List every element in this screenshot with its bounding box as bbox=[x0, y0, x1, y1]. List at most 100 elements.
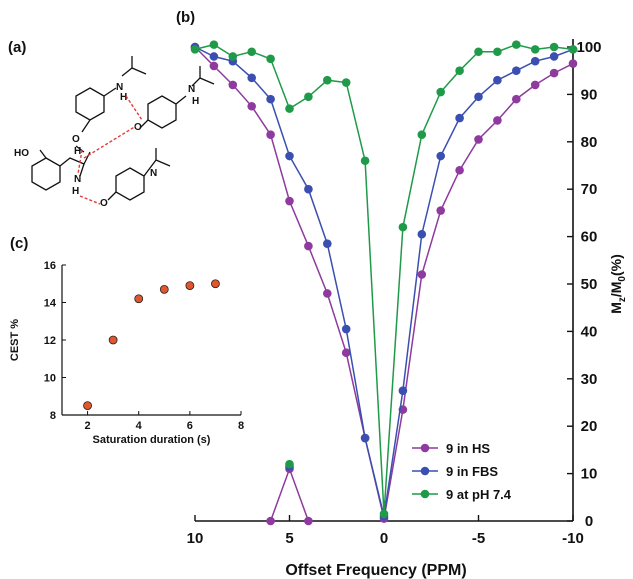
y-axis-title-part: /M bbox=[608, 282, 624, 298]
series-1-point bbox=[209, 61, 219, 71]
atom-label: O bbox=[100, 198, 108, 209]
series-line-3 bbox=[194, 43, 574, 514]
y-tick-label: 60 bbox=[581, 229, 598, 246]
x-tick-label: 10 bbox=[187, 530, 204, 547]
series-3-point bbox=[455, 66, 464, 75]
panel-a-label: (a) bbox=[8, 39, 26, 56]
atom-label: H bbox=[74, 146, 81, 157]
atom-label: O bbox=[134, 122, 142, 133]
series-3-point bbox=[323, 75, 332, 85]
series-3-point bbox=[568, 45, 578, 54]
series-3-point bbox=[360, 156, 370, 166]
series-1-point bbox=[228, 80, 238, 90]
panel-b-label: (b) bbox=[176, 9, 195, 26]
atom-label: H bbox=[192, 96, 199, 107]
series-1-point bbox=[341, 348, 351, 358]
y-tick-label: 70 bbox=[581, 181, 598, 198]
y-tick-label: 50 bbox=[581, 276, 598, 293]
y-axis-title: Mz/M0(%) bbox=[608, 254, 628, 314]
atom-label: N bbox=[150, 168, 157, 179]
extra-trace-point bbox=[266, 516, 275, 526]
series-1-point bbox=[568, 59, 578, 68]
series-2-point bbox=[493, 75, 502, 85]
series-1-point bbox=[436, 206, 446, 215]
series-2-point bbox=[285, 151, 294, 161]
series-line-2 bbox=[194, 46, 574, 517]
y-tick-label: 0 bbox=[585, 513, 593, 530]
series-2-point bbox=[341, 324, 351, 334]
y-tick-label: 10 bbox=[581, 466, 598, 483]
y-tick-label: 20 bbox=[581, 418, 598, 435]
x-tick-label: 4 bbox=[136, 420, 143, 432]
x-axis-title: Offset Frequency (PPM) bbox=[285, 562, 466, 579]
scatter-point bbox=[185, 281, 195, 291]
series-3-point bbox=[304, 92, 313, 102]
series-3-point bbox=[379, 509, 389, 519]
atom-label: N bbox=[116, 82, 123, 93]
benzene-ring-2 bbox=[147, 95, 177, 129]
series-3-point bbox=[266, 54, 275, 64]
series-2-point bbox=[360, 433, 370, 443]
series-2-point bbox=[417, 229, 427, 239]
series-3-point bbox=[530, 45, 540, 54]
series-3-point bbox=[474, 47, 483, 57]
x-axis-title: Saturation duration (s) bbox=[93, 434, 211, 446]
y-tick-label: 100 bbox=[576, 39, 601, 56]
series-2-point bbox=[323, 239, 332, 249]
y-tick-label: 30 bbox=[581, 371, 598, 388]
series-2-point bbox=[549, 52, 559, 61]
series-3-point bbox=[493, 47, 502, 57]
x-tick-label: 8 bbox=[238, 420, 244, 432]
atom-label: N bbox=[188, 84, 195, 95]
series-1-point bbox=[285, 196, 294, 206]
series-1-point bbox=[266, 130, 275, 139]
series-1-point bbox=[474, 135, 483, 144]
series-2-point bbox=[398, 386, 408, 395]
legend-label: 9 in FBS bbox=[446, 464, 498, 479]
y-tick-label: 16 bbox=[44, 260, 56, 272]
y-tick-label: 80 bbox=[581, 134, 598, 151]
benzene-ring-4 bbox=[115, 167, 145, 201]
series-3-point bbox=[512, 40, 521, 49]
x-tick-label: -10 bbox=[562, 530, 584, 547]
extra-trace-point bbox=[304, 516, 313, 526]
y-axis-title-part: M bbox=[608, 302, 624, 314]
scatter-point bbox=[211, 279, 220, 289]
atom-label: H bbox=[72, 186, 79, 197]
series-1-point bbox=[247, 101, 256, 111]
extra-trace-point bbox=[285, 459, 294, 469]
atom-label: N bbox=[74, 174, 81, 185]
series-3-point bbox=[417, 130, 427, 139]
series-2-point bbox=[512, 66, 521, 75]
x-tick-label: 6 bbox=[187, 420, 193, 432]
series-2-point bbox=[247, 73, 256, 83]
series-1-point bbox=[512, 94, 521, 104]
series-1-point bbox=[323, 289, 332, 298]
series-2-point bbox=[530, 56, 540, 66]
series-3-point bbox=[398, 222, 408, 232]
series-1-point bbox=[455, 165, 464, 175]
y-axis-title-part: (%) bbox=[608, 254, 624, 276]
x-tick-label: 5 bbox=[285, 530, 293, 547]
atom-label: HO bbox=[14, 148, 29, 159]
legend-swatch-marker bbox=[420, 489, 430, 499]
benzene-ring-1 bbox=[75, 87, 105, 121]
series-1-point bbox=[530, 80, 540, 90]
x-tick-label: 0 bbox=[380, 530, 388, 547]
series-3-point bbox=[209, 40, 219, 49]
molecule-labels: N H O H N H O HO N H N O bbox=[14, 82, 199, 209]
molecule-structure bbox=[31, 56, 215, 201]
x-tick-label: -5 bbox=[472, 530, 485, 547]
series-line-1 bbox=[194, 46, 574, 519]
scatter-point bbox=[134, 294, 144, 304]
series-1-point bbox=[493, 116, 502, 125]
series-2-point bbox=[304, 184, 313, 194]
scatter-point bbox=[108, 335, 118, 345]
series-2-point bbox=[266, 94, 275, 104]
y-tick-label: 12 bbox=[44, 335, 56, 347]
series-3-point bbox=[228, 52, 238, 61]
series-2-point bbox=[209, 52, 219, 61]
